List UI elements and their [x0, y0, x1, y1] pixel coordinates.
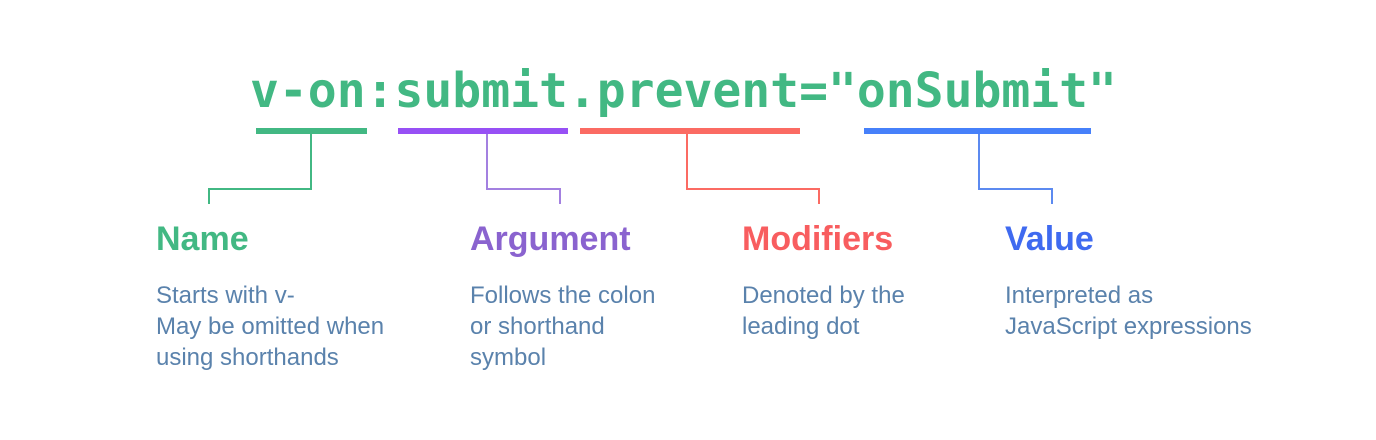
directive-code-text: v-on:submit.prevent="onSubmit" — [250, 63, 1117, 119]
value-underline-bar — [864, 128, 1091, 134]
argument-connector-stub — [559, 188, 561, 204]
modifiers-heading: Modifiers — [742, 220, 894, 258]
modifiers-description: Denoted by the leading dot — [742, 282, 905, 340]
argument-connector-horizontal — [486, 188, 561, 190]
name-connector-horizontal — [208, 188, 312, 190]
modifiers-connector-horizontal — [686, 188, 820, 190]
value-heading: Value — [1005, 220, 1094, 258]
argument-heading: Argument — [470, 220, 631, 258]
argument-description: Follows the colon or shorthand symbol — [470, 282, 656, 371]
modifiers-connector-vertical — [686, 134, 688, 190]
name-description: Starts with v- May be omitted when using… — [156, 282, 385, 371]
name-connector-stub — [208, 188, 210, 204]
value-connector-horizontal — [978, 188, 1053, 190]
name-heading: Name — [156, 220, 249, 258]
value-connector-vertical — [978, 134, 980, 190]
argument-underline-bar — [398, 128, 568, 134]
name-underline-bar — [256, 128, 367, 134]
name-connector-vertical — [310, 134, 312, 190]
value-description: Interpreted as JavaScript expressions — [1005, 282, 1252, 340]
argument-connector-vertical — [486, 134, 488, 190]
modifiers-connector-stub — [818, 188, 820, 204]
modifiers-underline-bar — [580, 128, 800, 134]
value-connector-stub — [1051, 188, 1053, 204]
